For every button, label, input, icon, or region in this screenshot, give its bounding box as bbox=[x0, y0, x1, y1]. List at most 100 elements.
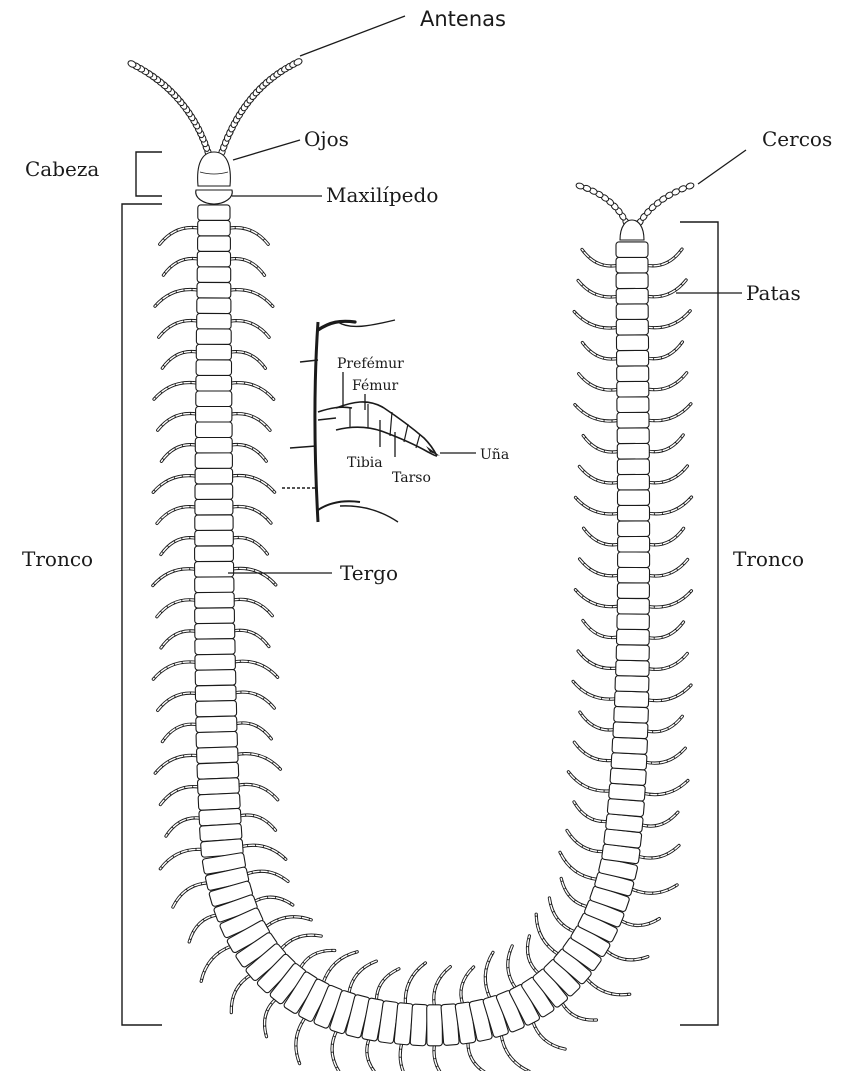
trunk-segment bbox=[197, 762, 239, 779]
leg-segmentation bbox=[323, 952, 357, 984]
leg bbox=[560, 852, 598, 879]
trunk-segment bbox=[617, 459, 649, 475]
trunk-segment bbox=[199, 808, 241, 826]
leg bbox=[236, 754, 281, 770]
trunk-segment bbox=[614, 691, 648, 708]
trunk-segment bbox=[427, 1005, 443, 1046]
label-tarso: Tarso bbox=[392, 470, 431, 486]
head bbox=[196, 152, 233, 204]
leg-segmentation bbox=[560, 852, 598, 879]
trunk-segment bbox=[195, 422, 232, 438]
leg-segmentation bbox=[501, 1034, 529, 1071]
leg-segmentation bbox=[155, 755, 199, 773]
leg bbox=[173, 883, 209, 907]
trunk-segment bbox=[195, 654, 236, 670]
leg-segmentation bbox=[574, 742, 613, 760]
leg bbox=[280, 935, 321, 950]
trunk-segment bbox=[616, 660, 650, 676]
trunk-segment bbox=[410, 1004, 428, 1046]
antennae bbox=[127, 57, 303, 156]
leg bbox=[239, 815, 276, 830]
leg bbox=[647, 685, 692, 701]
leg-segmentation bbox=[573, 681, 617, 699]
leg bbox=[201, 946, 232, 981]
leg bbox=[323, 952, 357, 984]
leg-segmentation bbox=[568, 772, 611, 791]
antenas-leader bbox=[300, 16, 405, 56]
trunk-segment bbox=[198, 236, 231, 252]
trunk-segment bbox=[614, 706, 649, 723]
trunk-segment bbox=[196, 360, 231, 376]
trunk-segment bbox=[617, 443, 649, 459]
trunk-segment bbox=[195, 577, 234, 593]
trunk-segment bbox=[616, 242, 648, 258]
leg bbox=[501, 1034, 529, 1071]
trunk-segment bbox=[197, 778, 239, 795]
leg bbox=[434, 1044, 451, 1071]
trunk-segment bbox=[618, 521, 650, 537]
trunk-segment bbox=[196, 700, 237, 716]
leg bbox=[349, 961, 377, 994]
trunk-segment bbox=[195, 561, 234, 577]
trunk-segment bbox=[616, 257, 648, 273]
trunk-segment bbox=[196, 716, 237, 733]
trunk-segment bbox=[613, 722, 648, 739]
trunk-segment bbox=[612, 737, 648, 754]
leg bbox=[641, 812, 678, 826]
leg bbox=[536, 914, 559, 955]
trunk-segment bbox=[617, 397, 649, 413]
trunk-segment bbox=[617, 474, 649, 490]
label-prefemur: Prefémur bbox=[337, 356, 404, 372]
tronco-right-bracket bbox=[680, 222, 718, 1025]
trunk-segment bbox=[196, 329, 231, 345]
trunk-segment bbox=[195, 639, 235, 655]
label-femur: Fémur bbox=[352, 378, 399, 394]
trunk-segment bbox=[618, 552, 650, 568]
trunk-segment bbox=[195, 670, 236, 686]
trunk-segment bbox=[196, 406, 232, 422]
cercus-segment bbox=[575, 182, 584, 190]
label-maxilipedo: Maxilípedo bbox=[326, 183, 438, 207]
trunk-segment bbox=[196, 747, 238, 764]
trunk-segment bbox=[618, 536, 650, 552]
cabeza-bracket bbox=[136, 152, 162, 196]
trunk-segment bbox=[615, 676, 649, 692]
leg bbox=[645, 748, 686, 763]
leg bbox=[561, 878, 588, 907]
label-cercos: Cercos bbox=[762, 127, 832, 151]
trunk-segment bbox=[195, 499, 233, 515]
label-patas: Patas bbox=[746, 281, 801, 305]
leg-segmentation bbox=[201, 946, 232, 981]
trunk-segment bbox=[197, 298, 231, 314]
trunk-segment bbox=[195, 608, 235, 624]
trunk-segment bbox=[195, 592, 235, 608]
trunk-segment bbox=[195, 623, 235, 639]
leg bbox=[189, 915, 218, 942]
trunk-segment bbox=[616, 335, 648, 351]
trunk-segment bbox=[196, 375, 232, 391]
trunk-segment bbox=[617, 598, 649, 614]
trunk-segment bbox=[617, 428, 649, 444]
leg bbox=[367, 1038, 379, 1071]
leg-segmentation bbox=[567, 830, 605, 851]
leg bbox=[233, 661, 277, 677]
label-tronco-left: Tronco bbox=[22, 547, 93, 571]
leg bbox=[643, 781, 688, 795]
leg-segmentation bbox=[376, 969, 399, 1001]
trunk-segment bbox=[197, 313, 231, 329]
label-antenas: Antenas bbox=[420, 7, 506, 31]
trunk-segment bbox=[617, 381, 649, 397]
trunk-segment bbox=[197, 282, 231, 298]
trunk-segment bbox=[609, 783, 646, 801]
labels: Antenas Ojos Cabeza Maxilípedo Cercos Pa… bbox=[22, 7, 832, 585]
trunk-segment bbox=[195, 685, 236, 701]
tronco-left-bracket bbox=[122, 204, 162, 1025]
trunk-segment bbox=[617, 614, 649, 630]
trunk-segment bbox=[195, 468, 233, 484]
trunk-segment bbox=[617, 505, 649, 521]
leg bbox=[237, 784, 278, 799]
trunk-segment bbox=[197, 251, 230, 267]
trunk-segment bbox=[195, 546, 234, 562]
label-tronco-right: Tronco bbox=[733, 547, 804, 571]
